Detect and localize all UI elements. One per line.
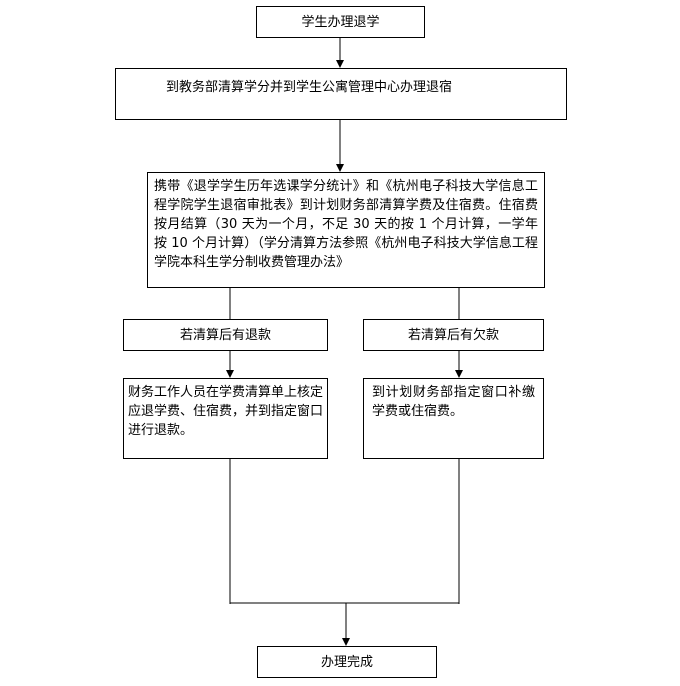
start-node: 学生办理退学 <box>256 6 425 38</box>
step-fee-settlement-label: 携带《退学学生历年选课学分统计》和《杭州电子科技大学信息工程学院学生退宿审批表》… <box>154 179 538 270</box>
step-credit-and-dorm-label: 到教务部清算学分并到学生公寓管理中心办理退宿 <box>166 80 453 95</box>
branch-owe-node: 若清算后有欠款 <box>363 319 544 351</box>
end-node: 办理完成 <box>257 646 437 678</box>
step-credit-and-dorm-node: 到教务部清算学分并到学生公寓管理中心办理退宿 <box>115 68 567 120</box>
owe-detail-label: 到计划财务部指定窗口补缴学费或住宿费。 <box>372 385 535 419</box>
refund-detail-label: 财务工作人员在学费清算单上核定应退学费、住宿费，并到指定窗口进行退款。 <box>128 385 324 438</box>
end-node-label: 办理完成 <box>320 654 373 670</box>
refund-detail-node: 财务工作人员在学费清算单上核定应退学费、住宿费，并到指定窗口进行退款。 <box>123 378 328 459</box>
owe-detail-node: 到计划财务部指定窗口补缴学费或住宿费。 <box>363 378 544 459</box>
step-fee-settlement-node: 携带《退学学生历年选课学分统计》和《杭州电子科技大学信息工程学院学生退宿审批表》… <box>147 172 545 288</box>
branch-refund-label: 若清算后有退款 <box>179 327 271 343</box>
branch-refund-node: 若清算后有退款 <box>123 319 328 351</box>
branch-owe-label: 若清算后有欠款 <box>407 327 499 343</box>
start-node-label: 学生办理退学 <box>301 14 380 30</box>
